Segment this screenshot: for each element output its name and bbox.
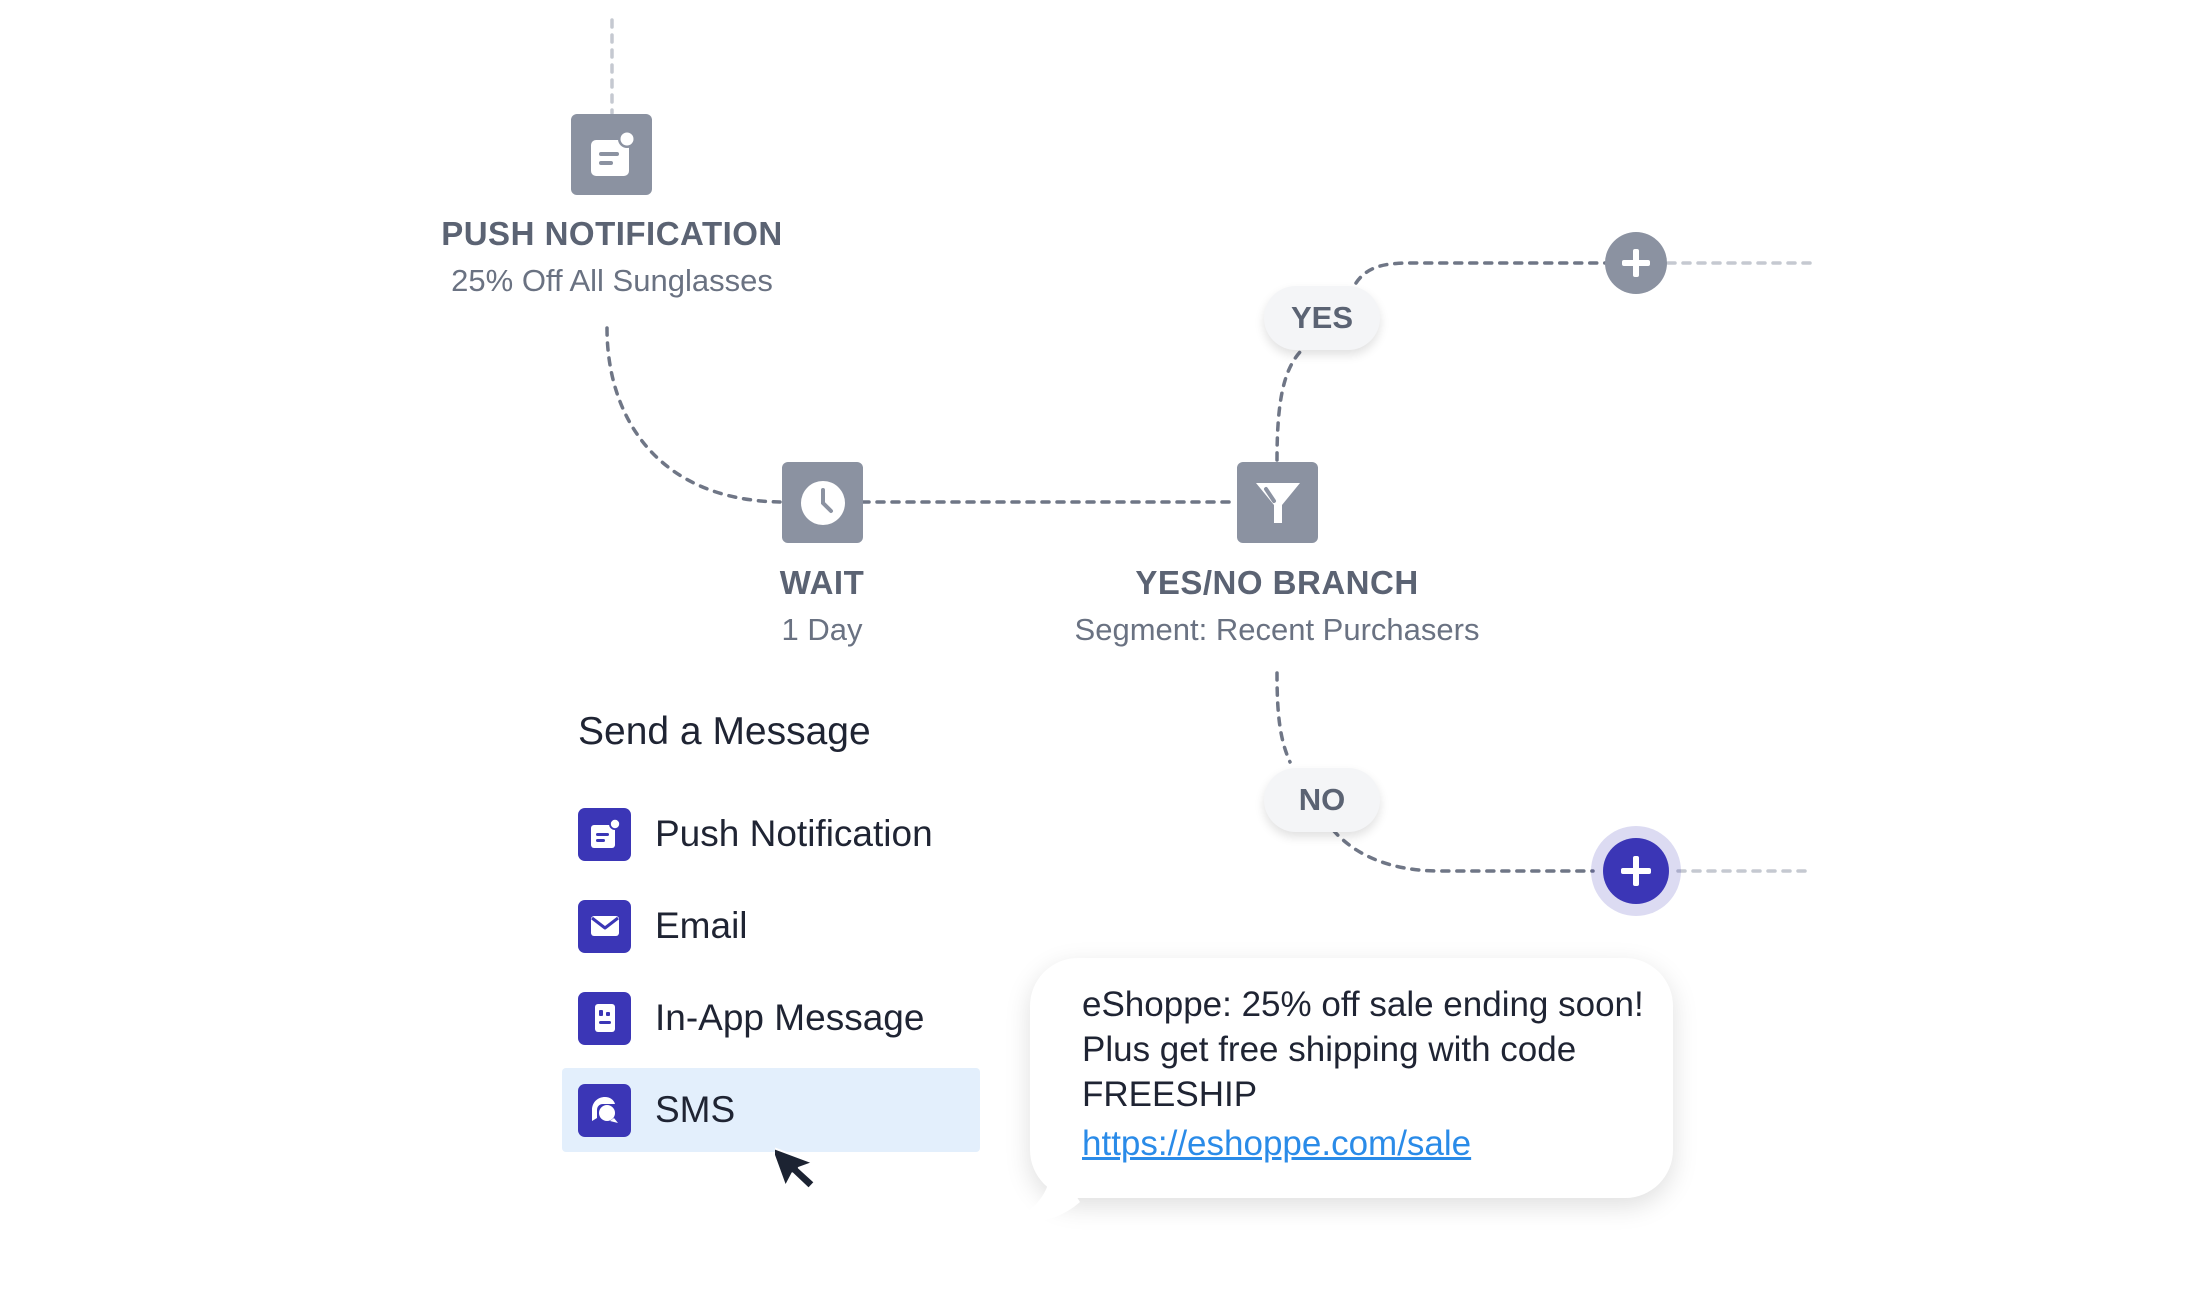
push-notification-icon [590,129,636,176]
wait-node-title: WAIT [779,564,865,601]
menu-item-label: SMS [655,1089,736,1130]
sms-preview-link[interactable]: https://eshoppe.com/sale [1082,1124,1472,1163]
push-notification-node-subtitle: 25% Off All Sunglasses [451,263,773,298]
push-notification-node-title: PUSH NOTIFICATION [441,215,783,252]
menu-item-label: Email [655,905,748,946]
branch-node-icon[interactable] [1237,462,1318,543]
menu-item-label: Push Notification [655,813,933,854]
menu-item-sms[interactable]: SMS [562,1068,980,1152]
mouse-cursor-icon [775,1146,816,1190]
wait-node-icon[interactable] [782,462,863,543]
menu-item-in-app-message[interactable]: In-App Message [562,976,980,1060]
wait-node-subtitle: 1 Day [781,612,863,647]
send-message-menu-title: Send a Message [578,710,871,753]
menu-item-email[interactable]: Email [562,884,980,968]
yes-branch-label: YES [1264,286,1380,350]
sms-preview-bubble: eShoppe: 25% off sale ending soon! Plus … [1030,958,1673,1198]
sms-preview-text: eShoppe: 25% off sale ending soon! Plus … [1082,985,1644,1114]
menu-item-push-notification[interactable]: Push Notification [562,792,980,876]
add-step-no-button[interactable] [1603,838,1669,904]
push-notification-icon [578,807,631,861]
add-step-yes-button[interactable] [1605,232,1667,294]
plus-icon [1622,249,1650,277]
sms-chat-icon [578,1083,631,1137]
branch-node-title: YES/NO BRANCH [1135,564,1419,601]
menu-item-label: In-App Message [655,997,925,1038]
envelope-icon [578,899,631,953]
plus-icon [1621,856,1651,886]
branch-node-subtitle: Segment: Recent Purchasers [1074,612,1480,647]
no-branch-label: NO [1264,768,1380,832]
push-notification-node-icon[interactable] [571,114,652,195]
funnel-icon [1255,482,1300,523]
in-app-message-icon [578,991,631,1045]
clock-icon [800,480,845,525]
